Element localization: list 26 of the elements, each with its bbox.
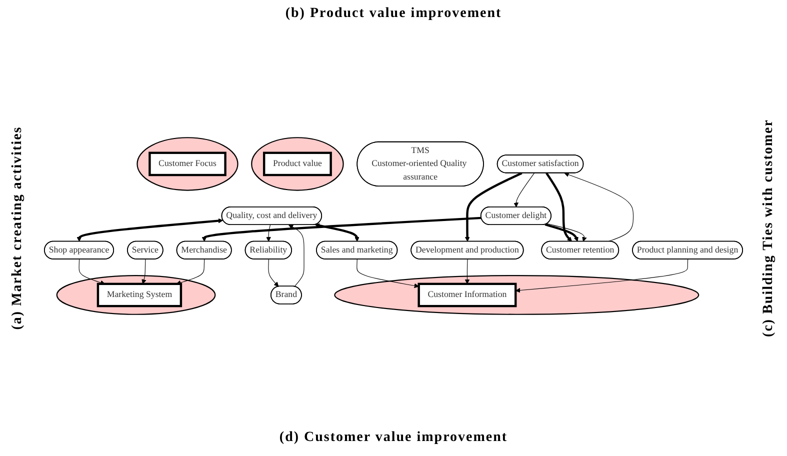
node-box: Marketing System [96, 282, 182, 308]
arrow [356, 258, 420, 288]
arrow [544, 223, 578, 242]
section-heading: (c) Building Ties with customer [761, 119, 777, 337]
section-heading: (d) Customer value improvement [279, 430, 508, 446]
arrow [176, 258, 205, 285]
arrow [515, 258, 688, 293]
arrow [564, 172, 634, 242]
node-box: Customer Information [418, 282, 517, 308]
arrow [202, 216, 482, 242]
arrow [76, 218, 224, 242]
section-heading: (b) Product value improvement [285, 6, 502, 22]
arrow [464, 172, 522, 242]
node-box: Product value [262, 152, 332, 176]
arrow [266, 224, 271, 242]
arrow [546, 172, 572, 242]
arrow [268, 258, 279, 287]
arrow [314, 223, 360, 242]
arrow [464, 258, 470, 284]
arrow [142, 258, 146, 284]
node-box: Customer Focus [148, 152, 226, 176]
arrow [78, 258, 106, 285]
section-heading: (a) Market creating activities [10, 126, 26, 330]
arrow [514, 172, 535, 208]
arrow [546, 223, 587, 242]
arrow [288, 224, 304, 287]
